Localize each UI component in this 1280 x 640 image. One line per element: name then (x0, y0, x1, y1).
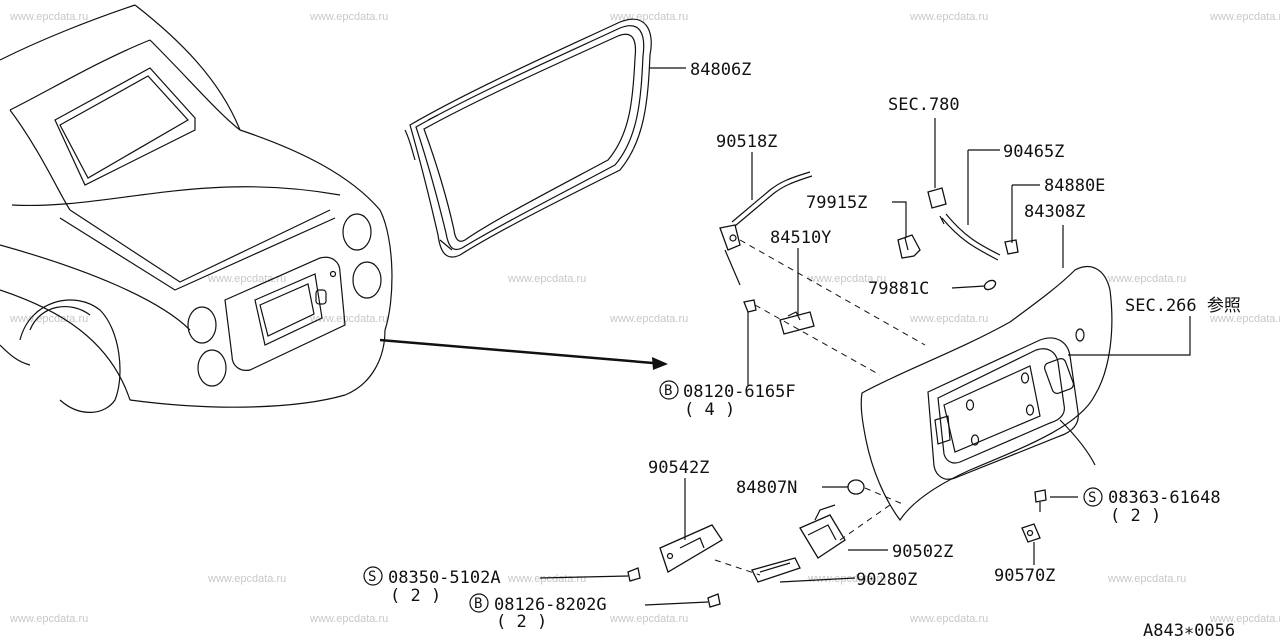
bolt-symbol-letter: B (474, 596, 482, 612)
hinge-84510y (779, 311, 815, 335)
watermark: www.epcdata.ru (807, 273, 886, 285)
watermark: www.epcdata.ru (309, 313, 388, 325)
grommet-79881c (983, 279, 997, 291)
watermark: www.epcdata.ru (609, 313, 688, 325)
label-08120-qty: ( 4 ) (684, 400, 735, 420)
weatherstrip-seal (404, 18, 652, 258)
bolt-symbol-letter: B (664, 383, 672, 399)
watermark: www.epcdata.ru (1107, 273, 1186, 285)
bolt-symbol (659, 380, 679, 400)
screw-08363 (1034, 489, 1047, 512)
label-08350-qty: ( 2 ) (390, 586, 441, 606)
label-08350: 08350-5102A (388, 568, 501, 588)
car-rear-illustration (0, 4, 393, 413)
bumper-84807n (847, 479, 865, 495)
assembly-lines (714, 239, 926, 576)
lock-90502z (799, 504, 846, 559)
screw-08350 (627, 567, 641, 582)
diagram-code: A843∗0056 (1143, 621, 1235, 640)
label-90570z: 90570Z (994, 566, 1055, 586)
direction-arrow (379, 338, 668, 370)
label-08120: 08120-6165F (683, 382, 796, 402)
label-90542z: 90542Z (648, 458, 709, 478)
watermark: www.epcdata.ru (9, 11, 88, 23)
watermark: www.epcdata.ru (909, 11, 988, 23)
watermark: www.epcdata.ru (1209, 11, 1280, 23)
watermark: www.epcdata.ru (309, 613, 388, 625)
label-90518z: 90518Z (716, 132, 777, 152)
label-84880e: 84880E (1044, 176, 1105, 196)
watermark: www.epcdata.ru (507, 273, 586, 285)
watermark: www.epcdata.ru (1209, 613, 1280, 625)
bolt-08126 (707, 593, 721, 608)
screw-symbol (1083, 487, 1103, 507)
part-labels: 84806Z 90518Z SEC.780 90465Z 84880E 7991… (363, 60, 1241, 640)
label-90502z: 90502Z (892, 542, 953, 562)
bracket-79915z (897, 234, 921, 259)
label-08126: 08126-8202G (494, 595, 607, 615)
screw-symbol (363, 566, 383, 586)
label-08363-qty: ( 2 ) (1110, 506, 1161, 526)
label-84807n: 84807N (736, 478, 797, 498)
label-79915z: 79915Z (806, 193, 867, 213)
label-90280z: 90280Z (856, 570, 917, 590)
watermark: www.epcdata.ru (9, 613, 88, 625)
sec780-part (927, 187, 947, 209)
striker-plate-90542z (659, 524, 723, 573)
watermark: www.epcdata.ru (909, 613, 988, 625)
label-08363: 08363-61648 (1108, 488, 1221, 508)
back-door-panel (860, 266, 1113, 522)
watermark: www.epcdata.ru (1107, 573, 1186, 585)
watermark: www.epcdata.ru (909, 313, 988, 325)
lock-rod (939, 213, 1001, 261)
watermark: www.epcdata.ru (207, 273, 286, 285)
label-84308z: 84308Z (1024, 202, 1085, 222)
back-door-stay (719, 171, 813, 286)
bolt-symbol (469, 593, 489, 613)
clip-90570z (1021, 523, 1041, 543)
label-sec780: SEC.780 (888, 95, 960, 115)
label-84510y: 84510Y (770, 228, 831, 248)
watermark: www.epcdata.ru (1209, 313, 1280, 325)
leader-lines (539, 67, 1191, 606)
watermark: www.epcdata.ru (309, 11, 388, 23)
bolt-08120 (743, 299, 757, 313)
watermark: www.epcdata.ru (609, 613, 688, 625)
watermark: www.epcdata.ru (207, 573, 286, 585)
screw-symbol-letter: S (368, 569, 376, 585)
watermark: www.epcdata.ru (507, 573, 586, 585)
label-84806z: 84806Z (690, 60, 751, 80)
watermark: www.epcdata.ru (9, 313, 88, 325)
screw-symbol-letter: S (1088, 490, 1096, 506)
label-08126-qty: ( 2 ) (496, 612, 547, 632)
watermark-layer: www.epcdata.ru www.epcdata.ru www.epcdat… (9, 11, 1280, 625)
label-79881c: 79881C (868, 279, 929, 299)
striker-90280z (751, 557, 801, 583)
label-sec266: SEC.266 参照 (1125, 296, 1241, 316)
label-90465z: 90465Z (1003, 142, 1064, 162)
